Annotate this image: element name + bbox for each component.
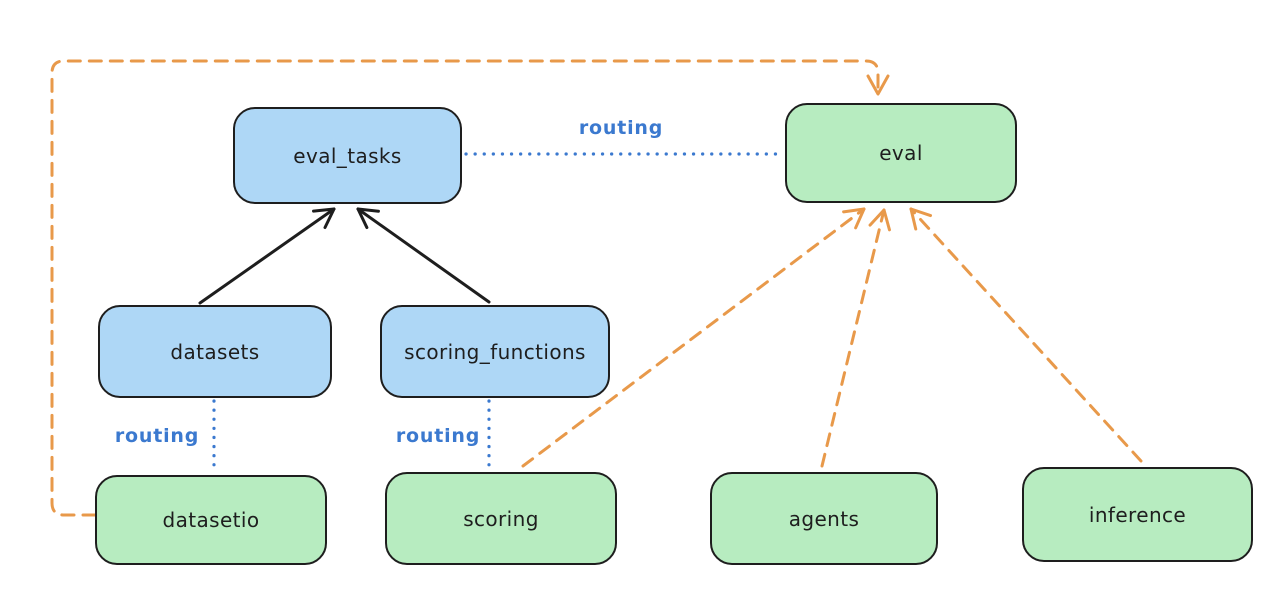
node-scoring-functions[interactable]: scoring_functions — [380, 305, 610, 398]
node-scoring[interactable]: scoring — [385, 472, 617, 565]
node-datasetio-label: datasetio — [162, 508, 260, 532]
node-datasetio[interactable]: datasetio — [95, 475, 327, 565]
node-eval-label: eval — [879, 141, 923, 165]
node-inference[interactable]: inference — [1022, 467, 1253, 562]
edge-label-routing-datasets-datasetio: routing — [114, 425, 200, 447]
edge-label-routing-scoring-functions-scoring: routing — [395, 425, 481, 447]
edge-agents-to-eval — [820, 208, 891, 468]
node-eval-tasks-label: eval_tasks — [293, 143, 402, 168]
edge-datasets-to-eval-tasks — [198, 207, 336, 305]
edge-datasetio-to-eval-loop — [50, 59, 890, 517]
node-eval[interactable]: eval — [785, 103, 1017, 203]
node-datasets-label: datasets — [170, 339, 260, 364]
node-agents-label: agents — [788, 506, 860, 531]
node-inference-label: inference — [1088, 502, 1187, 527]
node-eval-tasks[interactable]: eval_tasks — [233, 107, 462, 204]
node-agents[interactable]: agents — [710, 472, 938, 565]
node-scoring-label: scoring — [463, 506, 539, 531]
edge-scoring-functions-to-eval-tasks — [356, 207, 491, 304]
node-datasets[interactable]: datasets — [98, 305, 332, 398]
node-scoring-functions-label: scoring_functions — [404, 339, 586, 364]
edge-scoring-to-eval — [521, 207, 866, 468]
edge-label-routing-eval-tasks-eval: routing — [578, 117, 664, 139]
edge-inference-to-eval — [909, 207, 1143, 463]
